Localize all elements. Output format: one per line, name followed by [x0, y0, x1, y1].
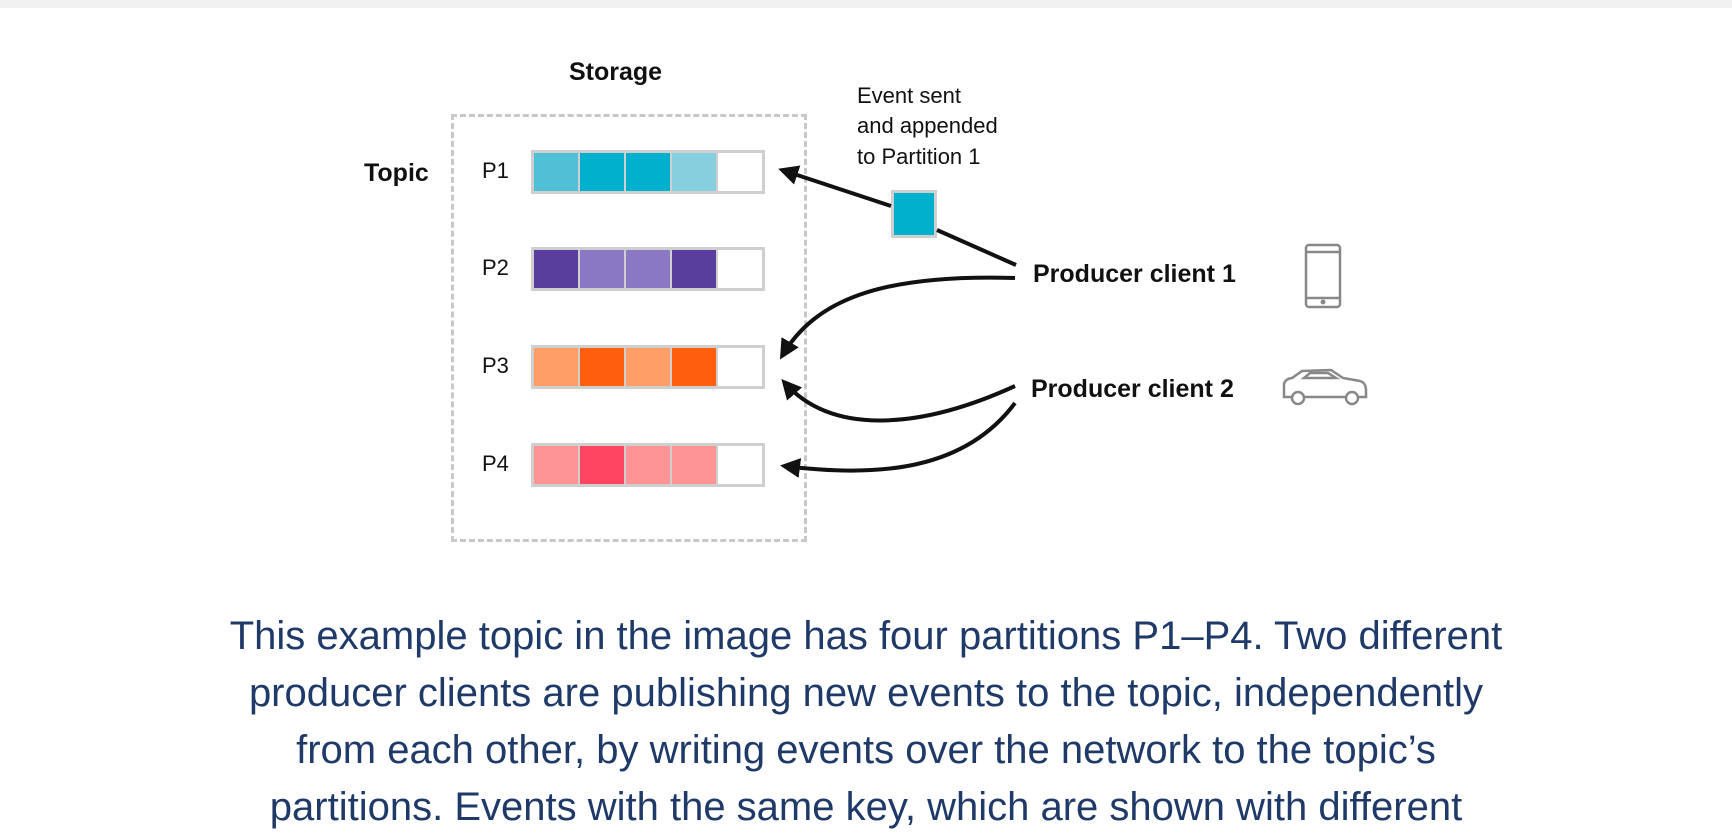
event-cell [672, 348, 718, 386]
event-cell [534, 153, 580, 191]
event-cell [626, 446, 672, 484]
producer-client-2-label: Producer client 2 [1031, 375, 1234, 403]
event-cell [626, 250, 672, 288]
event-cell [672, 250, 718, 288]
event-cell [580, 348, 626, 386]
producer-client-1-label: Producer client 1 [1033, 260, 1236, 288]
event-cell [534, 446, 580, 484]
top-bar [0, 0, 1732, 8]
caption-line: from each other, by writing events over … [296, 728, 1436, 772]
event-note-line-1: Event sent [857, 83, 961, 108]
partition-label-p3: P3 [482, 353, 509, 378]
event-cell [626, 153, 672, 191]
event-cell [672, 153, 718, 191]
partition-bar-p1 [531, 150, 765, 194]
arrows [778, 165, 1368, 478]
event-cell [580, 446, 626, 484]
partition-label-p2: P2 [482, 255, 509, 280]
event-cell [580, 250, 626, 288]
partition-bar-p2 [531, 247, 765, 291]
caption-paragraph: This example topic in the image has four… [0, 608, 1732, 836]
arrow-producer2-to-p3 [781, 378, 1016, 423]
event-cell [672, 446, 718, 484]
empty-slot [718, 153, 762, 191]
car-icon [1282, 368, 1368, 406]
arrow-event-to-p1 [778, 165, 892, 208]
empty-slot [718, 250, 762, 288]
event-cell [534, 348, 580, 386]
event-note-line-3: to Partition 1 [857, 144, 981, 169]
phone-icon [1304, 243, 1342, 309]
arrow-producer1-to-p3 [779, 275, 1016, 360]
partition-bar-p4 [531, 443, 765, 487]
caption-line: producer clients are publishing new even… [248, 671, 1484, 715]
line-producer1-to-event [936, 228, 1017, 267]
arrow-producer2-to-p4 [780, 401, 1017, 478]
event-cell [534, 250, 580, 288]
topic-label: Topic [364, 159, 429, 187]
empty-slot [718, 446, 762, 484]
storage-label: Storage [569, 58, 663, 86]
event-cell [626, 348, 672, 386]
event-square [891, 190, 937, 238]
caption-line: partitions. Events with the same key, wh… [269, 785, 1463, 829]
partition-label-p1: P1 [482, 158, 509, 183]
event-cell [580, 153, 626, 191]
empty-slot [718, 348, 762, 386]
partition-label-p4: P4 [482, 451, 509, 476]
partition-bar-p3 [531, 345, 765, 389]
caption-line: This example topic in the image has four… [229, 614, 1503, 658]
event-note-line-2: and appended [857, 113, 998, 138]
